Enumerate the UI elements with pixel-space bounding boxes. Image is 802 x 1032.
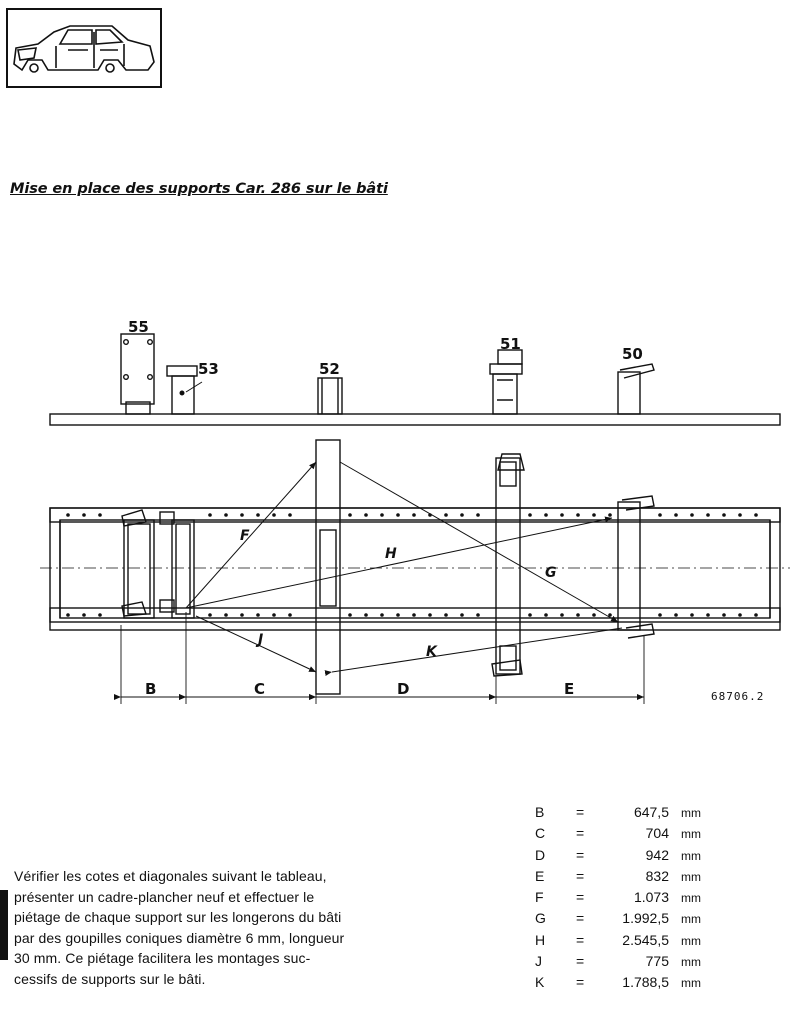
- label-support-52: 52: [319, 360, 340, 378]
- value-equals: =: [576, 804, 585, 820]
- value-key: G: [535, 910, 546, 927]
- diagonal-J: [195, 615, 317, 673]
- value-row-D: D = 942 mm: [535, 847, 715, 868]
- support-50: [617, 363, 655, 415]
- value-key: K: [535, 974, 545, 991]
- paragraph-line: Vérifier les cotes et diagonales suivant…: [14, 868, 327, 884]
- label-D: D: [397, 680, 409, 698]
- bench-rail-side: [49, 413, 781, 426]
- value-key: E: [535, 867, 545, 884]
- paragraph-line: présenter un cadre-plancher neuf et effe…: [14, 888, 315, 905]
- value-key: J: [535, 953, 542, 970]
- diagonal-H: [185, 516, 613, 609]
- support-53: [166, 365, 198, 415]
- value-equals: =: [576, 867, 585, 884]
- value-key: C: [535, 825, 546, 842]
- value-number: 1.788,5: [622, 974, 669, 991]
- value-number: 704: [645, 825, 669, 842]
- label-support-51: 51: [500, 335, 521, 353]
- value-number: 647,5: [633, 804, 669, 820]
- value-row-H: H = 2.545,5 mm: [535, 932, 715, 953]
- dimension-values-table: B = 647,5 mm C = 704 mm D = 942 mm E = 8…: [535, 804, 715, 996]
- diagonals: [185, 461, 623, 677]
- value-equals: =: [576, 953, 585, 970]
- side-elevation: [49, 333, 781, 426]
- value-unit: mm: [681, 891, 701, 906]
- plan-view: [49, 439, 781, 695]
- value-equals: =: [576, 846, 585, 863]
- dimension-lines: [114, 612, 645, 704]
- value-unit: mm: [681, 912, 701, 927]
- reference-number: 68706.2: [711, 690, 764, 703]
- page-edge-marker: [0, 890, 8, 960]
- value-unit: mm: [681, 827, 701, 842]
- value-unit: mm: [681, 869, 701, 884]
- label-support-50: 50: [622, 345, 643, 363]
- label-E: E: [564, 680, 574, 698]
- value-key: F: [535, 889, 544, 906]
- paragraph-line: 30 mm. Ce piétage facilitera les montage…: [14, 950, 311, 967]
- value-number: 2.545,5: [622, 931, 669, 948]
- value-equals: =: [576, 825, 585, 842]
- support-52: [317, 377, 343, 415]
- paragraph-line: piétage de chaque support sur les longer…: [14, 909, 342, 926]
- value-row-B: B = 647,5 mm: [535, 804, 715, 825]
- value-unit: mm: [681, 933, 701, 948]
- value-equals: =: [576, 974, 585, 991]
- diagonal-F: [185, 461, 317, 609]
- value-unit: mm: [681, 806, 701, 820]
- value-number: 832: [645, 867, 669, 884]
- support-51-plan: [495, 457, 521, 675]
- label-H: H: [385, 546, 397, 562]
- paragraph-line: cessifs de supports sur le bâti.: [14, 970, 206, 987]
- page-title: Mise en place des supports Car. 286 sur …: [10, 181, 388, 197]
- value-number: 775: [645, 953, 669, 970]
- label-F: F: [240, 528, 250, 544]
- value-unit: mm: [681, 848, 701, 863]
- value-row-J: J = 775 mm: [535, 953, 715, 974]
- value-equals: =: [576, 889, 585, 906]
- diagonal-G: [339, 461, 619, 623]
- value-equals: =: [576, 931, 585, 948]
- value-key: H: [535, 931, 546, 948]
- value-row-E: E = 832 mm: [535, 868, 715, 889]
- label-K: K: [426, 644, 438, 660]
- paragraph-line: par des goupilles coniques diamètre 6 mm…: [14, 929, 345, 946]
- label-support-55: 55: [128, 318, 149, 336]
- label-J: J: [255, 632, 263, 648]
- value-number: 1.073: [633, 889, 669, 906]
- car-body-thumbnail: [6, 8, 162, 88]
- support-50-plan: [617, 501, 641, 631]
- value-unit: mm: [681, 976, 701, 991]
- diagonal-K: [324, 627, 623, 677]
- label-G: G: [545, 565, 557, 581]
- value-row-G: G = 1.992,5 mm: [535, 910, 715, 931]
- instruction-paragraph: Vérifier les cotes et diagonales suivant…: [14, 866, 414, 990]
- value-row-F: F = 1.073 mm: [535, 889, 715, 910]
- value-key: D: [535, 846, 546, 863]
- bench-diagram: 55 53 52 51 50: [40, 318, 790, 704]
- value-number: 942: [645, 846, 669, 863]
- value-number: 1.992,5: [622, 910, 669, 927]
- label-B: B: [145, 680, 156, 698]
- value-row-C: C = 704 mm: [535, 825, 715, 846]
- support-51: [489, 349, 523, 415]
- value-row-K: K = 1.788,5 mm: [535, 974, 715, 995]
- frame-holes: [66, 513, 758, 617]
- value-key: B: [535, 804, 545, 820]
- car-body-icon: [13, 25, 155, 73]
- value-equals: =: [576, 910, 585, 927]
- label-support-53: 53: [198, 360, 219, 378]
- label-C: C: [254, 680, 265, 698]
- value-unit: mm: [681, 955, 701, 970]
- support-55: [120, 333, 155, 415]
